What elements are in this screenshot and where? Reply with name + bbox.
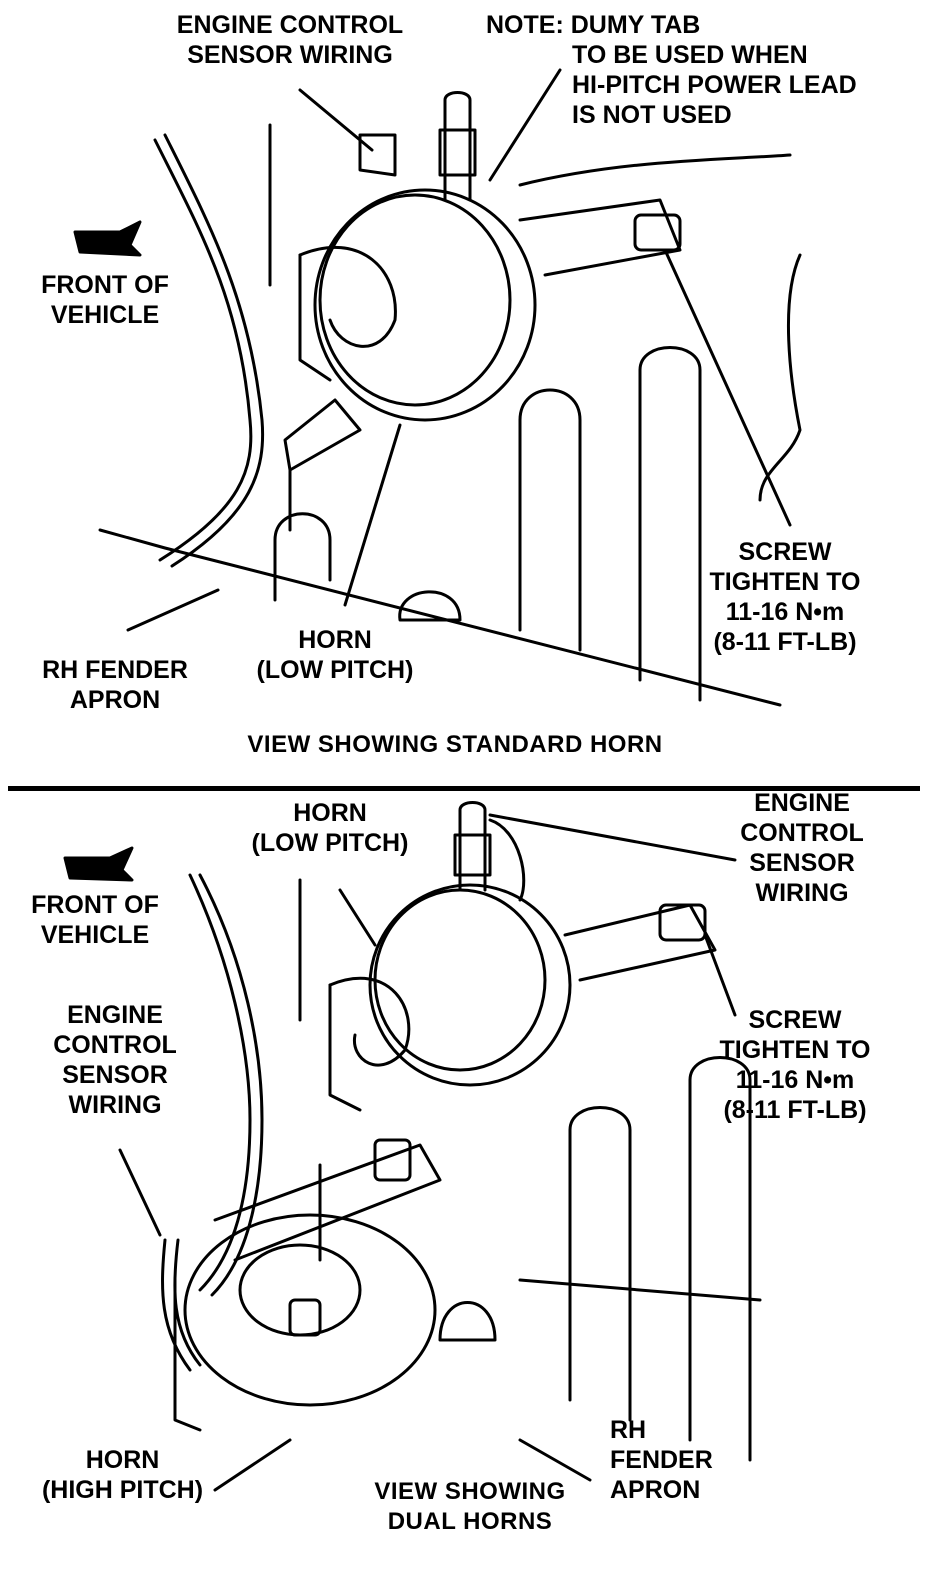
bottom-screw-icon: [658, 903, 707, 942]
top-front-arrow-icon: [73, 220, 142, 257]
bottom-horn-low-pitch: [368, 883, 572, 1087]
section-divider: [8, 786, 920, 791]
label-horn-low-pitch-bottom: HORN (LOW PITCH): [251, 799, 409, 857]
top-view-drawing: [73, 68, 802, 707]
bottom-front-arrow-icon: [63, 846, 134, 882]
top-horn-low-pitch: [313, 188, 537, 422]
label-rh-fender-apron-bottom: RH FENDER APRON: [610, 1416, 713, 1504]
label-engine-control-sensor-wiring-left: ENGINE CONTROL SENSOR WIRING: [53, 1001, 177, 1119]
label-note-dumy-tab: NOTE: DUMY TAB TO BE USED WHEN HI-PITCH …: [486, 11, 857, 129]
bottom-view-title: VIEW SHOWING DUAL HORNS: [374, 1478, 566, 1535]
top-screw-icon: [633, 213, 682, 252]
label-screw-bottom: SCREW TIGHTEN TO 11-16 N•m (8-11 FT-LB): [719, 1006, 871, 1124]
label-screw-top: SCREW TIGHTEN TO 11-16 N•m (8-11 FT-LB): [709, 538, 861, 656]
bottom-view-drawing: [63, 801, 762, 1492]
top-view-title: VIEW SHOWING STANDARD HORN: [247, 731, 663, 758]
top-fender-curve: [153, 138, 253, 562]
label-horn-low-pitch-top: HORN (LOW PITCH): [256, 626, 414, 684]
label-engine-control-sensor-wiring-top: ENGINE CONTROL SENSOR WIRING: [176, 11, 404, 69]
label-horn-high-pitch: HORN (HIGH PITCH): [41, 1446, 204, 1504]
label-front-of-vehicle-top: FRONT OF VEHICLE: [41, 271, 169, 329]
label-front-of-vehicle-bottom: FRONT OF VEHICLE: [31, 891, 159, 949]
bottom-horn-high-pitch: [183, 1213, 437, 1407]
label-rh-fender-apron-top: RH FENDER APRON: [42, 656, 188, 714]
label-engine-control-sensor-wiring-right: ENGINE CONTROL SENSOR WIRING: [740, 789, 864, 907]
